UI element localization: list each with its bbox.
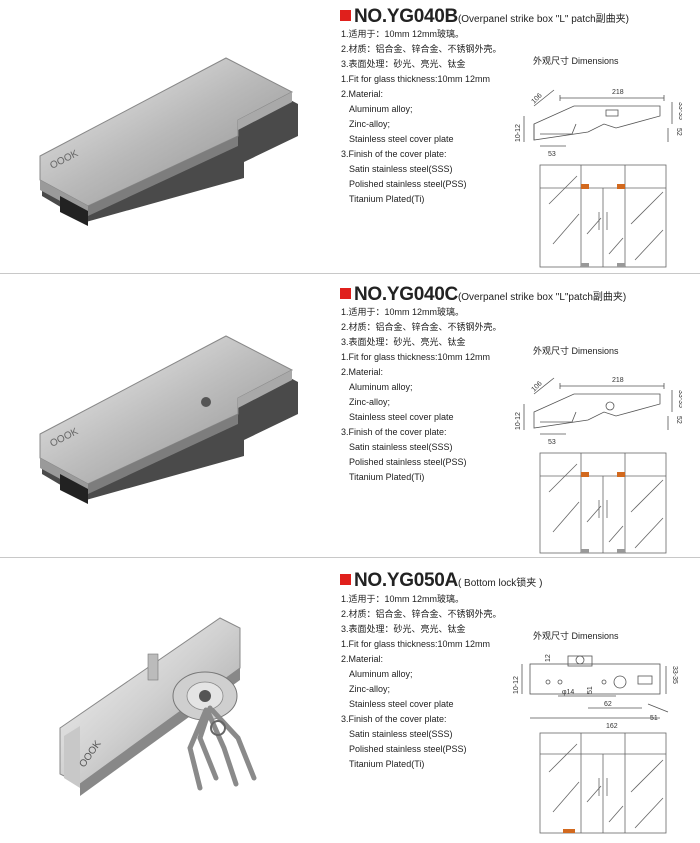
spec-list: 1.适用于：10mm 12mm玻璃。 2.材质：铝合金、锌合金、不锈钢外壳。 3… — [341, 27, 531, 207]
spec-line: Titanium Plated(Ti) — [349, 472, 425, 482]
clip-marker — [563, 829, 575, 833]
product-code: NO.YG040B — [354, 6, 458, 27]
spec-line: Zinc-alloy; — [349, 397, 391, 407]
dim-value: φ14 — [562, 689, 574, 696]
spec-line: Satin stainless steel(SSS) — [349, 442, 453, 452]
spec-line: Satin stainless steel(SSS) — [349, 164, 453, 174]
spec-line: 2.Material: — [341, 367, 384, 377]
spec-line: Polished stainless steel(PSS) — [349, 457, 467, 467]
spec-line: Zinc-alloy; — [349, 119, 391, 129]
spec-line: Polished stainless steel(PSS) — [349, 179, 467, 189]
product-code: NO.YG050A — [354, 570, 458, 591]
product-title: NO.YG040C(Overpanel strike box "L"patch副… — [340, 284, 626, 306]
section-divider — [0, 273, 700, 274]
spec-line: 3.表面处理：砂光、亮光、钛金 — [341, 624, 466, 634]
spec-list: 1.适用于：10mm 12mm玻璃。 2.材质：铝合金、锌合金、不锈钢外壳。 3… — [341, 305, 531, 485]
product-photo-yg040b: OOOK — [39, 57, 298, 226]
title-marker-square — [340, 574, 351, 585]
spec-line: 2.Material: — [341, 89, 384, 99]
product-section-yg050a: OOOK NO.YG050A( Bottom lock锁夹 ) 1.适用于：10… — [0, 558, 700, 843]
dimensions-label: 外观尺寸 Dimensions — [533, 346, 619, 356]
dim-value: 51 — [587, 686, 594, 694]
dim-value: 33-35 — [671, 666, 678, 684]
dim-value: 12 — [545, 654, 552, 662]
spec-line: Aluminum alloy; — [349, 382, 413, 392]
spec-line: Titanium Plated(Ti) — [349, 194, 425, 204]
dimensions-label: 外观尺寸 Dimensions — [533, 631, 619, 641]
dimension-drawing: 218 106 10-12 53 33-35 52 — [515, 89, 682, 158]
product-subtitle: (Overpanel strike box "L"patch副曲夹) — [457, 292, 627, 303]
spec-line: 3.Finish of the cover plate: — [341, 149, 447, 159]
dimension-drawing: 12 10-12 φ14 51 62 162 51 33-35 — [513, 654, 678, 730]
product-code: NO.YG040C — [354, 284, 458, 305]
dim-value: 106 — [530, 380, 543, 393]
product-section-yg040c: OOOK NO.YG040C(Overpanel strike box "L"p… — [0, 274, 700, 556]
spec-line: Aluminum alloy; — [349, 104, 413, 114]
dim-value: 51 — [650, 715, 658, 722]
section-divider — [0, 557, 700, 558]
spec-line: 2.Material: — [341, 654, 384, 664]
spec-line: 1.适用于：10mm 12mm玻璃。 — [341, 307, 465, 317]
spec-line: 3.表面处理：砂光、亮光、钛金 — [341, 59, 466, 69]
clip-marker — [581, 184, 589, 189]
dim-value: 162 — [606, 723, 618, 730]
spec-line: 1.Fit for glass thickness:10mm 12mm — [341, 352, 491, 362]
dim-value: 218 — [612, 377, 624, 384]
spec-line: 1.Fit for glass thickness:10mm 12mm — [341, 639, 491, 649]
spec-line: 1.适用于：10mm 12mm玻璃。 — [341, 594, 465, 604]
product-section-yg040b: OOOK NO.YG040B(Overpanel strike box "L" … — [0, 0, 700, 272]
spec-line: 3.Finish of the cover plate: — [341, 714, 447, 724]
product-title: NO.YG040B(Overpanel strike box "L" patch… — [340, 6, 629, 28]
spec-line: Zinc-alloy; — [349, 684, 391, 694]
product-subtitle: (Overpanel strike box "L" patch副曲夹) — [457, 14, 630, 25]
dim-value: 218 — [612, 89, 624, 96]
spec-list: 1.适用于：10mm 12mm玻璃。 2.材质：铝合金、锌合金、不锈钢外壳。 3… — [341, 592, 531, 772]
spec-line: Satin stainless steel(SSS) — [349, 729, 453, 739]
clip-marker — [617, 184, 625, 189]
dim-value: 33-35 — [677, 390, 682, 408]
door-installation-diagram — [539, 732, 667, 834]
clip-marker — [617, 472, 625, 477]
dim-value: 106 — [530, 92, 543, 105]
dim-value: 33-35 — [677, 102, 682, 120]
dim-value: 52 — [675, 416, 682, 424]
spec-line: 1.适用于：10mm 12mm玻璃。 — [341, 29, 465, 39]
spec-line: Titanium Plated(Ti) — [349, 759, 425, 769]
spec-line: Stainless steel cover plate — [349, 412, 454, 422]
spec-line: 2.材质：铝合金、锌合金、不锈钢外壳。 — [341, 44, 502, 54]
dim-value: 53 — [548, 151, 556, 158]
product-title: NO.YG050A( Bottom lock锁夹 ) — [340, 570, 542, 592]
spec-line: Polished stainless steel(PSS) — [349, 744, 467, 754]
dim-value: 52 — [675, 128, 682, 136]
clip-marker — [581, 472, 589, 477]
dim-value: 53 — [548, 439, 556, 446]
product-photo-yg050a: OOOK — [59, 617, 257, 796]
spec-line: Stainless steel cover plate — [349, 134, 454, 144]
dimension-drawing: 218 106 10-12 53 33-35 52 — [515, 377, 682, 446]
product-subtitle: ( Bottom lock锁夹 ) — [457, 578, 543, 589]
spec-line: 3.Finish of the cover plate: — [341, 427, 447, 437]
spec-line: 3.表面处理：砂光、亮光、钛金 — [341, 337, 466, 347]
door-installation-diagram — [539, 452, 667, 554]
spec-line: 1.Fit for glass thickness:10mm 12mm — [341, 74, 491, 84]
door-installation-diagram — [539, 164, 667, 268]
spec-line: Stainless steel cover plate — [349, 699, 454, 709]
dim-value: 10-12 — [515, 412, 522, 430]
dimensions-label: 外观尺寸 Dimensions — [533, 56, 619, 66]
title-marker-square — [340, 288, 351, 299]
product-photo-yg040c: OOOK — [39, 335, 298, 504]
dim-value: 10-12 — [513, 676, 520, 694]
spec-line: 2.材质：铝合金、锌合金、不锈钢外壳。 — [341, 609, 502, 619]
dim-value: 10-12 — [515, 124, 522, 142]
spec-line: Aluminum alloy; — [349, 669, 413, 679]
title-marker-square — [340, 10, 351, 21]
dim-value: 62 — [604, 701, 612, 708]
spec-line: 2.材质：铝合金、锌合金、不锈钢外壳。 — [341, 322, 502, 332]
